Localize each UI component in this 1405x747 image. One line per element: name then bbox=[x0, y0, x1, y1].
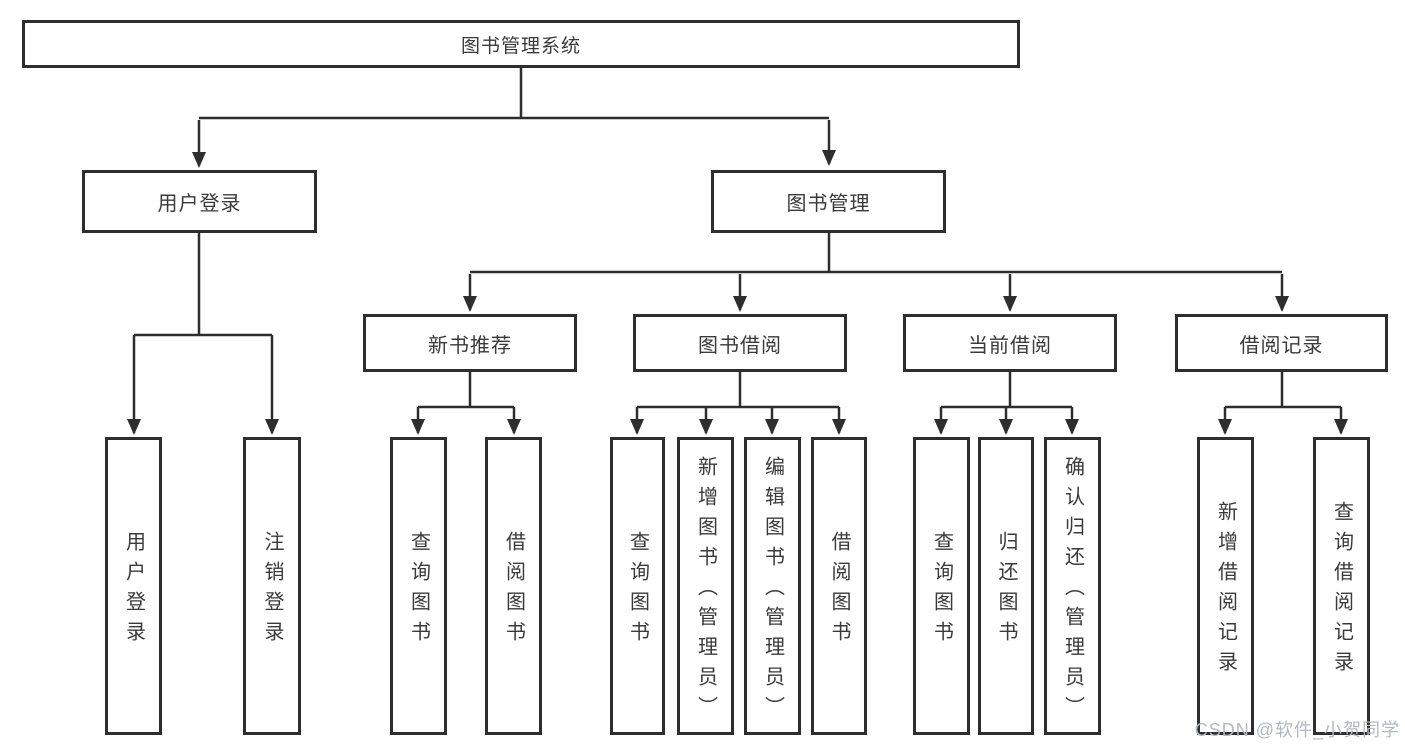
node-current-borrowing: 当前借阅 bbox=[903, 314, 1117, 372]
node-new-book-recommendation: 新书推荐 bbox=[363, 314, 577, 372]
leaf-label: 借阅图书 bbox=[502, 531, 525, 651]
leaf-label: 新增图书（管理员） bbox=[694, 456, 717, 726]
leaf-query-borrow-record: 查询借阅记录 bbox=[1313, 437, 1370, 735]
leaf-label: 借阅图书 bbox=[828, 531, 850, 651]
leaf-logout: 注销登录 bbox=[243, 437, 301, 735]
leaf-borrow-books: 借阅图书 bbox=[811, 437, 867, 735]
leaf-add-borrow-record: 新增借阅记录 bbox=[1197, 437, 1254, 735]
leaf-confirm-return-admin: 确认归还（管理员） bbox=[1044, 437, 1101, 735]
leaf-label: 查询图书 bbox=[407, 531, 430, 651]
leaf-query-books-current: 查询图书 bbox=[913, 437, 970, 735]
leaf-user-login: 用户登录 bbox=[105, 437, 162, 735]
node-book-management: 图书管理 bbox=[711, 170, 946, 233]
leaf-query-books-borrow: 查询图书 bbox=[610, 437, 665, 735]
node-borrowing-records: 借阅记录 bbox=[1175, 314, 1388, 372]
leaf-label: 新增借阅记录 bbox=[1214, 501, 1237, 681]
leaf-label: 用户登录 bbox=[122, 531, 145, 651]
node-library-management-system: 图书管理系统 bbox=[22, 20, 1020, 68]
node-user-login: 用户登录 bbox=[82, 170, 317, 233]
csdn-watermark: CSDN @软件_小贺同学 bbox=[1194, 720, 1400, 740]
leaf-label: 归还图书 bbox=[995, 531, 1017, 651]
leaf-label: 编辑图书（管理员） bbox=[761, 456, 784, 726]
leaf-label: 确认归还（管理员） bbox=[1061, 456, 1084, 726]
leaf-query-books-recommend: 查询图书 bbox=[390, 437, 447, 735]
leaf-label: 注销登录 bbox=[261, 531, 283, 651]
leaf-label: 查询图书 bbox=[626, 531, 649, 651]
leaf-label: 查询图书 bbox=[930, 531, 953, 651]
leaf-edit-books-admin: 编辑图书（管理员） bbox=[744, 437, 801, 735]
leaf-return-books: 归还图书 bbox=[978, 437, 1034, 735]
leaf-add-books-admin: 新增图书（管理员） bbox=[677, 437, 734, 735]
node-book-borrowing: 图书借阅 bbox=[633, 314, 847, 372]
leaf-borrow-books-recommend: 借阅图书 bbox=[485, 437, 542, 735]
leaf-label: 查询借阅记录 bbox=[1330, 501, 1353, 681]
